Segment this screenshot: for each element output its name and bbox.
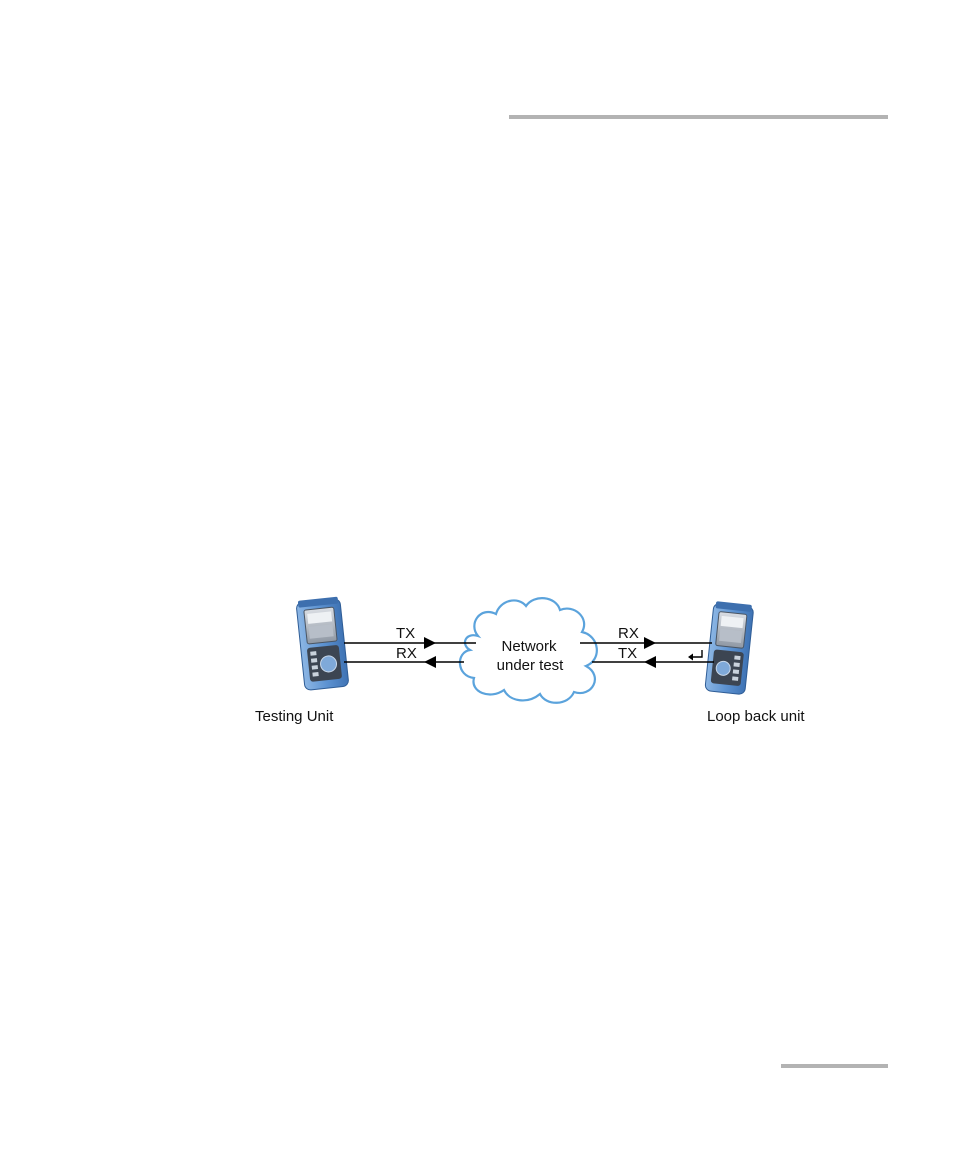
right-tx-arrow	[644, 656, 656, 668]
left-rx-label: RX	[396, 645, 417, 662]
footer-rule	[781, 1064, 888, 1068]
right-rx-label: RX	[618, 625, 639, 642]
right-tx-label: TX	[618, 645, 637, 662]
left-tx-label: TX	[396, 625, 415, 642]
loopback-unit-label: Loop back unit	[707, 708, 805, 725]
left-tx-arrow	[424, 637, 436, 649]
right-rx-arrow	[644, 637, 656, 649]
testing-unit-device	[296, 596, 349, 690]
loopback-arrow-icon	[688, 650, 702, 661]
testing-unit-label: Testing Unit	[255, 708, 334, 725]
loopback-unit-device	[705, 601, 754, 695]
cloud-label-line2: under test	[497, 657, 565, 674]
left-rx-arrow	[424, 656, 436, 668]
cloud-label-line1: Network	[501, 638, 557, 655]
